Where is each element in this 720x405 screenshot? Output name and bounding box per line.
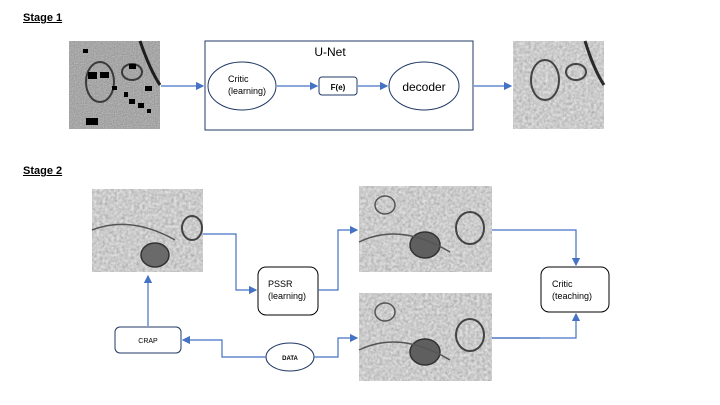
- arrow-data-to-crap: [181, 335, 266, 358]
- stage1-critic-line1: Critic: [228, 74, 249, 84]
- stage1-critic-line2: (learning): [228, 86, 266, 96]
- crap-node: CRAP: [114, 326, 182, 354]
- stage1-input-image: [69, 40, 162, 129]
- stage2-data-image: [358, 293, 492, 381]
- fe-node: F(e): [318, 76, 358, 96]
- stage2-critic-line1: Critic: [552, 279, 573, 289]
- crap-label: CRAP: [138, 338, 158, 345]
- arrow-output-to-critic: [492, 229, 581, 267]
- pssr-line2: (learning): [268, 291, 306, 301]
- stage2-input-image: [91, 189, 203, 272]
- decoder-label: decoder: [402, 80, 445, 94]
- unet-title: U-Net: [314, 45, 346, 59]
- arrow-input-to-pssr: [203, 233, 258, 295]
- arrow-pssr-to-output: [318, 225, 359, 291]
- corruption-patches: [83, 49, 152, 125]
- decoder-node: decoder: [388, 61, 460, 111]
- arrow-data-to-image: [314, 333, 359, 358]
- stage1-critic-node: Critic (learning): [207, 61, 277, 111]
- arrow-data-to-critic: [492, 312, 581, 339]
- stage2-critic-node: Critic (teaching): [540, 266, 610, 313]
- stage2-pssr-output-image: [358, 186, 492, 272]
- data-label: DATA: [282, 356, 298, 362]
- stage2-critic-line2: (teaching): [552, 291, 592, 301]
- stage-2-label: Stage 2: [23, 165, 63, 177]
- fe-label: F(e): [331, 83, 346, 92]
- pssr-node: PSSR (learning): [257, 266, 319, 316]
- pssr-line1: PSSR: [268, 279, 293, 289]
- stage-1-label: Stage 1: [23, 12, 63, 24]
- data-node: DATA: [265, 342, 315, 372]
- stage1-output-image: [513, 40, 606, 129]
